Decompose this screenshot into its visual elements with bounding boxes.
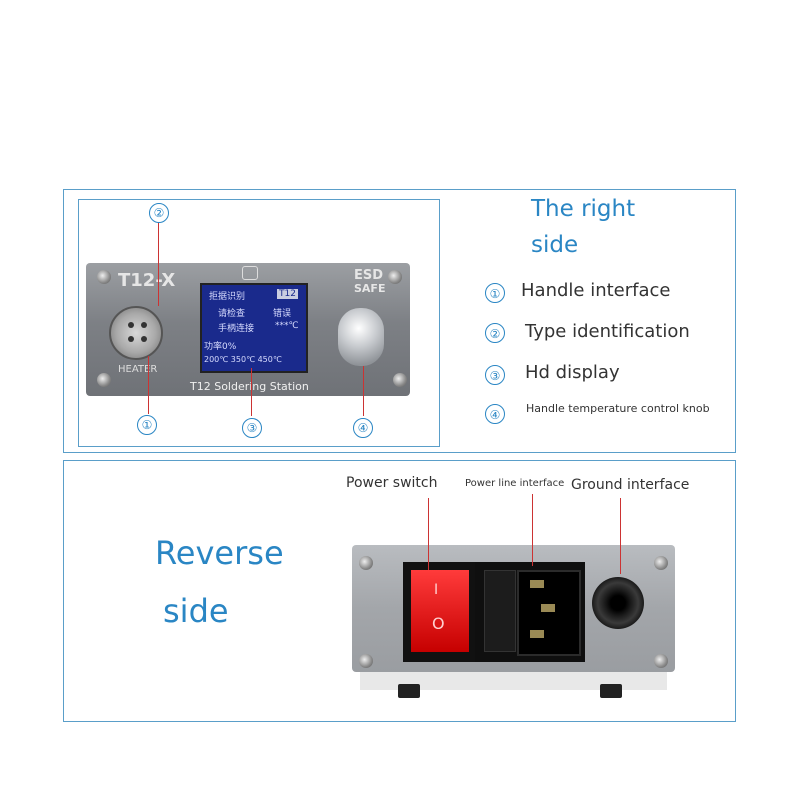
callout-line bbox=[363, 366, 365, 416]
screen-line: T12 bbox=[277, 289, 298, 299]
screen-line: 手柄连接 bbox=[218, 324, 255, 334]
power-switch-icon bbox=[411, 570, 469, 652]
callout-line bbox=[158, 220, 160, 306]
screen-line: 错误 bbox=[273, 309, 292, 319]
right-side-title-line2: side bbox=[531, 232, 579, 258]
callout-number-3: ③ bbox=[242, 418, 262, 438]
screw-icon bbox=[359, 654, 373, 668]
switch-off-mark: O bbox=[432, 614, 445, 633]
screw-icon bbox=[654, 556, 668, 570]
socket-pin-icon bbox=[530, 630, 544, 638]
screen-line: ***℃ bbox=[275, 321, 299, 331]
pin-icon bbox=[128, 336, 134, 342]
callout-line bbox=[148, 356, 150, 414]
screen-line: 拒据识别 bbox=[209, 292, 246, 302]
power-socket-icon bbox=[517, 570, 581, 656]
pin-icon bbox=[141, 322, 147, 328]
screen-line: 200℃ 350℃ 450℃ bbox=[204, 355, 282, 364]
screw-icon bbox=[393, 373, 407, 387]
legend-type-identification: Type identification bbox=[525, 321, 690, 342]
callout-number-2: ② bbox=[149, 203, 169, 223]
pin-icon bbox=[141, 336, 147, 342]
front-photo-frame bbox=[78, 199, 440, 447]
callout-line bbox=[532, 494, 534, 566]
handle-connector-icon bbox=[109, 306, 163, 360]
reverse-side-title-line2: side bbox=[163, 592, 229, 630]
reverse-side-panel bbox=[63, 460, 736, 722]
station-label: T12 Soldering Station bbox=[190, 380, 309, 393]
legend-handle-interface: Handle interface bbox=[521, 280, 671, 301]
screen-line: 功率0% bbox=[204, 342, 237, 352]
screw-icon bbox=[388, 270, 402, 284]
legend-knob: Handle temperature control knob bbox=[526, 402, 710, 415]
power-line-label: Power line interface bbox=[465, 478, 565, 489]
legend-number-2: ② bbox=[485, 323, 505, 343]
foot-icon bbox=[398, 684, 420, 698]
legend-hd-display: Hd display bbox=[525, 362, 620, 383]
device-model-label: T12-X bbox=[118, 270, 176, 291]
socket-pin-icon bbox=[541, 604, 555, 612]
socket-pin-icon bbox=[530, 580, 544, 588]
screw-icon bbox=[359, 556, 373, 570]
screw-icon bbox=[654, 654, 668, 668]
screw-icon bbox=[97, 270, 111, 284]
device-base bbox=[360, 672, 667, 690]
heater-label: HEATER bbox=[118, 364, 158, 375]
fuse-holder-icon bbox=[484, 570, 516, 652]
callout-line bbox=[620, 498, 622, 574]
screw-icon bbox=[97, 373, 111, 387]
esd-safe-label: SAFE bbox=[354, 282, 386, 295]
temperature-knob-icon bbox=[338, 308, 384, 366]
ground-interface-label: Ground interface bbox=[571, 477, 690, 493]
callout-line bbox=[428, 498, 430, 570]
callout-number-1: ① bbox=[137, 415, 157, 435]
legend-number-1: ① bbox=[485, 283, 505, 303]
right-side-panel bbox=[63, 189, 736, 453]
esd-label: ESD bbox=[354, 268, 384, 283]
power-switch-label: Power switch bbox=[346, 475, 438, 491]
legend-number-3: ③ bbox=[485, 365, 505, 385]
callout-line bbox=[251, 368, 253, 416]
switch-on-mark: I bbox=[434, 582, 439, 598]
reverse-side-title: Reverse bbox=[155, 534, 284, 572]
foot-icon bbox=[600, 684, 622, 698]
legend-number-4: ④ bbox=[485, 404, 505, 424]
screen-line: 请检查 bbox=[218, 309, 246, 319]
right-side-title: The right bbox=[531, 196, 636, 222]
callout-number-4: ④ bbox=[353, 418, 373, 438]
pin-icon bbox=[128, 322, 134, 328]
ground-jack-icon bbox=[592, 577, 644, 629]
brand-logo-icon bbox=[242, 266, 258, 280]
